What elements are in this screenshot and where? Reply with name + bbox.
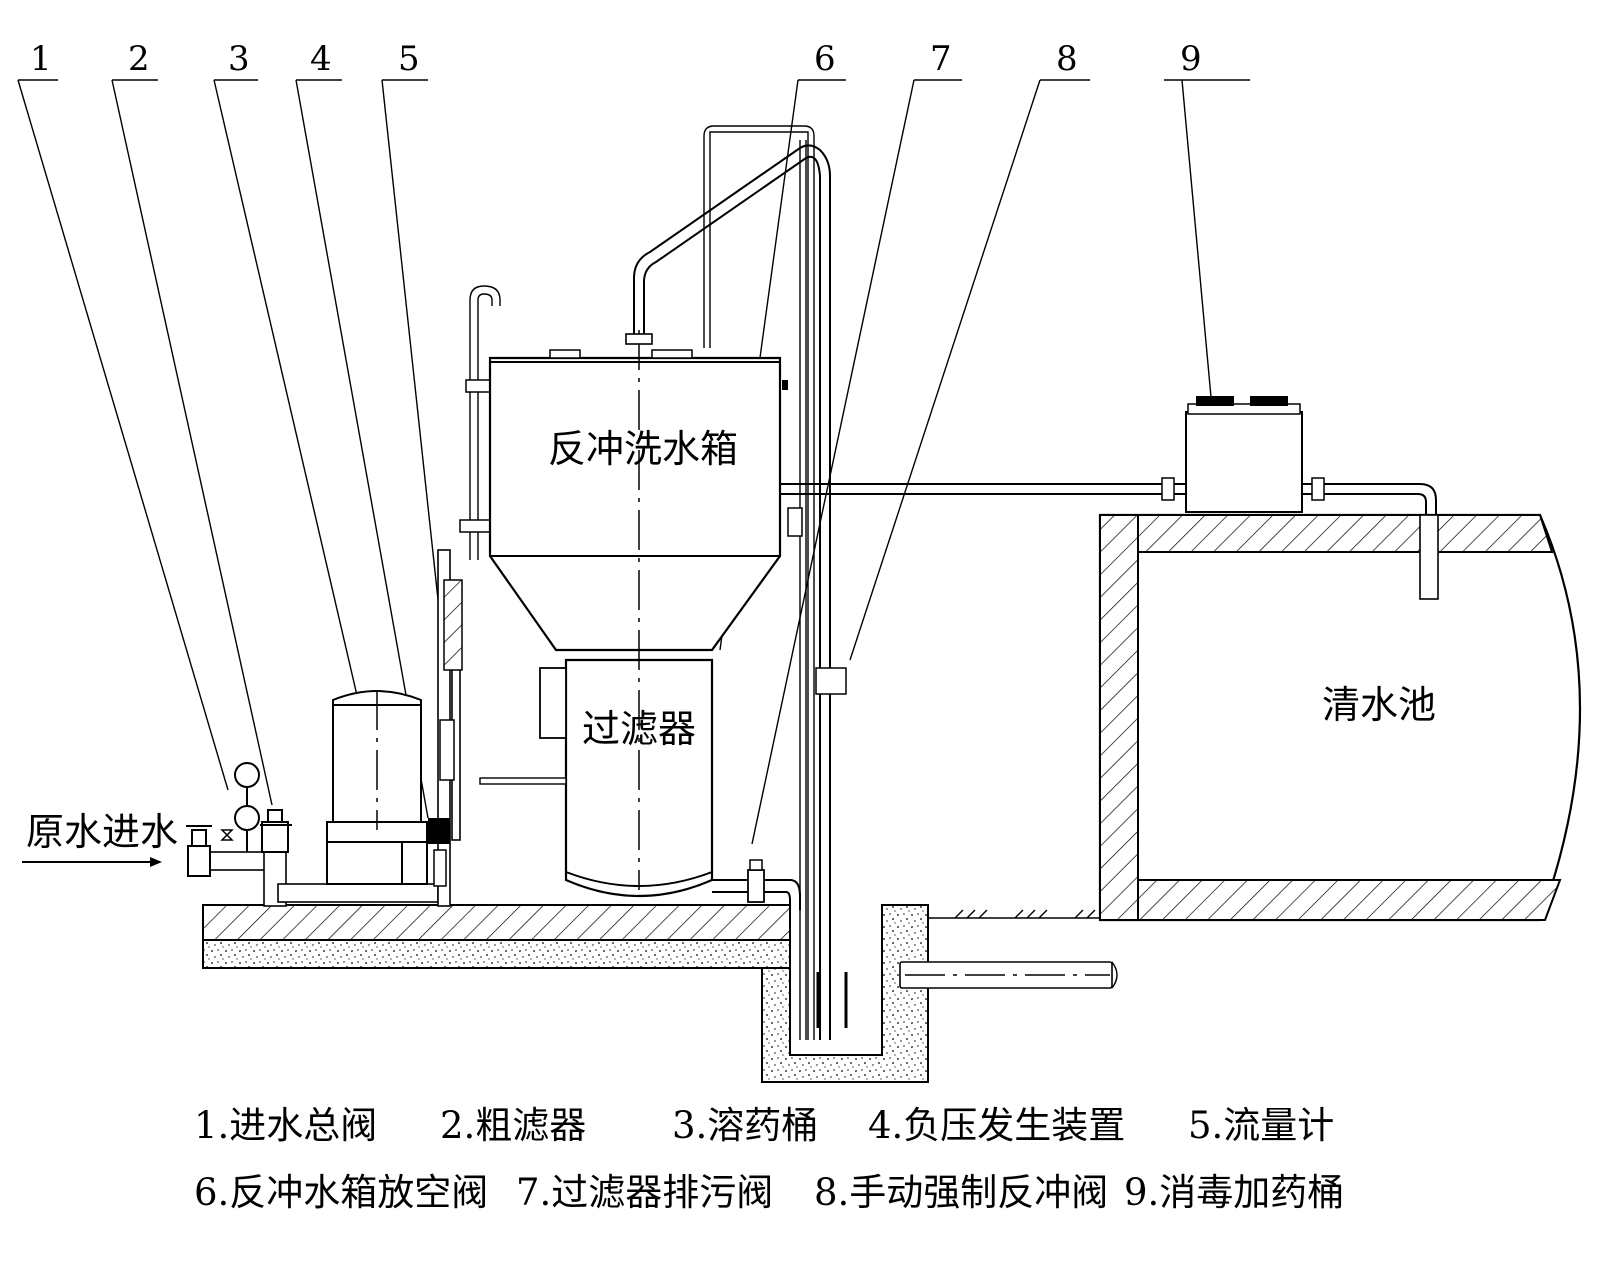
- vacuum-generator: [428, 285, 501, 907]
- legend-item-4: 4.负压发生装置: [868, 1104, 1125, 1147]
- legend-item-9: 9.消毒加药桶: [1124, 1171, 1344, 1214]
- callout-8: 8: [849, 39, 1090, 661]
- backwash-tank: 反冲洗水箱: [488, 349, 782, 652]
- filter-drain-valve: [712, 859, 801, 910]
- raw-water-inlet-label: 原水进水: [26, 810, 178, 854]
- clear-water-pool-label: 清水池: [1322, 683, 1436, 727]
- backwash-tank-label: 反冲洗水箱: [548, 427, 738, 471]
- filter-vessel: 过滤器: [479, 658, 714, 898]
- coarse-filter: [260, 809, 292, 853]
- callout-9: 9: [1164, 39, 1250, 409]
- legend: 1.进水总阀 2.粗滤器 3.溶药桶 4.负压发生装置 5.流量计 6.反冲水箱…: [194, 1104, 1344, 1214]
- legend-item-7: 7.过滤器排污阀: [516, 1171, 773, 1214]
- disinfection-barrel: [1185, 396, 1303, 513]
- callout-6-number: 6: [814, 39, 836, 79]
- callout-2: 2: [111, 39, 273, 806]
- legend-item-8: 8.手动强制反冲阀: [814, 1171, 1108, 1214]
- callout-1-number: 1: [30, 39, 52, 79]
- legend-item-6: 6.反冲水箱放空阀: [194, 1171, 488, 1214]
- callout-3-number: 3: [228, 39, 250, 79]
- callout-3: 3: [213, 39, 373, 761]
- dosing-barrel: [326, 690, 428, 885]
- drain-pit: [761, 904, 1118, 1083]
- callout-7-number: 7: [930, 39, 952, 79]
- ground-slab: [202, 904, 791, 969]
- legend-item-1: 1.进水总阀: [194, 1104, 377, 1147]
- legend-item-2: 2.粗滤器: [440, 1104, 586, 1147]
- callout-4-number: 4: [310, 39, 332, 79]
- legend-item-5: 5.流量计: [1188, 1104, 1334, 1147]
- callout-5-number: 5: [398, 39, 420, 79]
- callout-7: 7: [751, 39, 962, 845]
- raw-water-inlet: 原水进水: [22, 810, 439, 907]
- callout-8-number: 8: [1056, 39, 1078, 79]
- callout-9-number: 9: [1180, 39, 1202, 79]
- legend-item-3: 3.溶药桶: [672, 1104, 818, 1147]
- top-piping: [625, 125, 848, 1040]
- callout-1: 1: [17, 39, 229, 791]
- callout-2-number: 2: [128, 39, 150, 79]
- main-inlet-valve: [186, 762, 260, 877]
- callout-5: 5: [381, 39, 441, 619]
- clear-water-pool: 清水池: [1098, 513, 1582, 922]
